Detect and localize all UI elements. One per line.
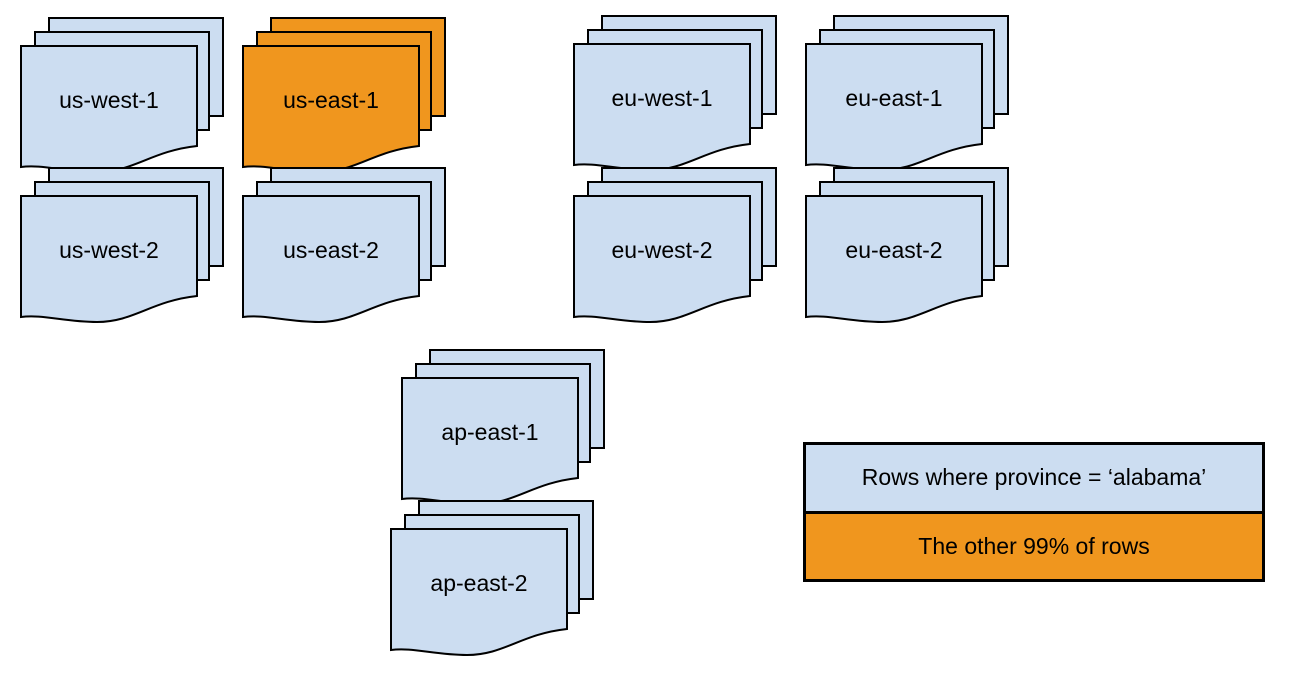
region-label: eu-west-2 <box>611 236 713 263</box>
document-shape-icon <box>390 528 568 657</box>
document-shape-icon <box>242 195 420 324</box>
document-stack-us-east-1: us-east-1 <box>242 17 452 175</box>
document-stack-ap-east-1: ap-east-1 <box>401 349 611 507</box>
region-label: eu-east-2 <box>845 236 943 263</box>
legend-row-other-rows: The other 99% of rows <box>806 510 1262 579</box>
document-shape-icon <box>20 195 198 324</box>
region-label: eu-east-1 <box>845 84 943 111</box>
region-label: us-west-1 <box>59 86 159 113</box>
region-label: us-east-2 <box>283 236 379 263</box>
document-shape-icon <box>805 195 983 324</box>
document-stack-eu-east-1: eu-east-1 <box>805 15 1015 173</box>
region-label: ap-east-2 <box>430 569 528 596</box>
document-stack-us-west-1: us-west-1 <box>20 17 230 175</box>
region-label: eu-west-1 <box>611 84 713 111</box>
legend: Rows where province = ‘alabama’ The othe… <box>803 442 1265 582</box>
document-stack-eu-west-2: eu-west-2 <box>573 167 783 325</box>
document-stack-ap-east-2: ap-east-2 <box>390 500 600 658</box>
region-label: us-east-1 <box>283 86 379 113</box>
document-stack-us-west-2: us-west-2 <box>20 167 230 325</box>
legend-row-alabama: Rows where province = ‘alabama’ <box>806 445 1262 511</box>
document-stack-eu-east-2: eu-east-2 <box>805 167 1015 325</box>
document-stack-us-east-2: us-east-2 <box>242 167 452 325</box>
region-label: ap-east-1 <box>441 418 539 445</box>
region-label: us-west-2 <box>59 236 159 263</box>
document-shape-icon <box>573 195 751 324</box>
document-stack-eu-west-1: eu-west-1 <box>573 15 783 173</box>
